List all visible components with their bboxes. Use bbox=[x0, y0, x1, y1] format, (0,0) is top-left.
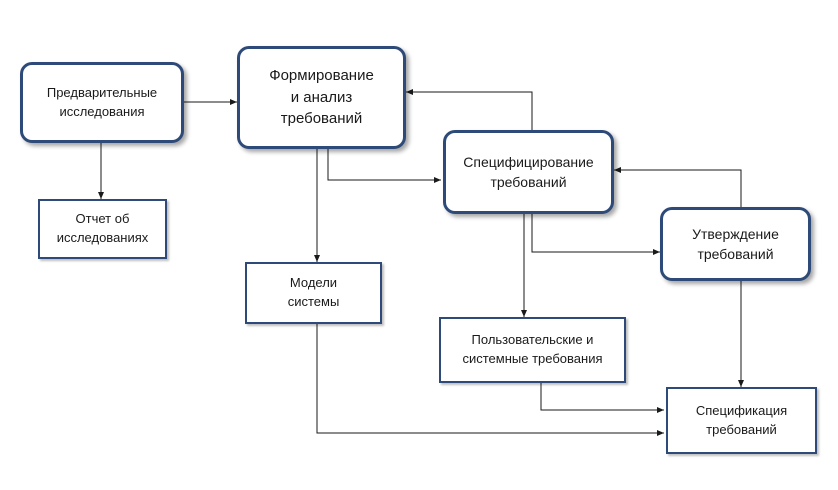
edge-user-requirements-to-specification bbox=[540, 383, 664, 413]
edge-models-to-specification bbox=[316, 324, 664, 436]
node-requirements-specifying-label: Специфицирование требований bbox=[463, 153, 594, 190]
node-system-models-label: Модели системы bbox=[287, 275, 340, 309]
edge-specifying-to-formation bbox=[406, 89, 533, 130]
node-research-report: Отчет об исследованиях bbox=[38, 199, 167, 259]
node-user-system-requirements: Пользовательские и системные требования bbox=[439, 317, 626, 383]
edge-approval-to-specifying bbox=[614, 167, 742, 207]
node-preliminary-research: Предварительные исследования bbox=[20, 62, 184, 143]
node-preliminary-research-label: Предварительные исследования bbox=[46, 84, 158, 119]
node-requirements-specification-label: Спецификация требований bbox=[695, 402, 788, 437]
node-requirements-specifying: Специфицирование требований bbox=[443, 130, 614, 214]
node-requirements-formation: Формирование и анализ требований bbox=[237, 46, 406, 149]
edge-formation-to-specifying bbox=[327, 149, 441, 183]
node-research-report-label: Отчет об исследованиях bbox=[56, 211, 149, 245]
node-requirements-specification: Спецификация требований bbox=[666, 387, 817, 454]
node-requirements-approval: Утверждение требований bbox=[660, 207, 811, 281]
edge-specifying-to-approval bbox=[531, 214, 660, 255]
node-requirements-formation-label: Формирование и анализ требований bbox=[269, 66, 374, 128]
node-user-system-requirements-label: Пользовательские и системные требования bbox=[462, 332, 603, 366]
node-system-models: Модели системы bbox=[245, 262, 382, 324]
node-requirements-approval-label: Утверждение требований bbox=[692, 225, 779, 262]
